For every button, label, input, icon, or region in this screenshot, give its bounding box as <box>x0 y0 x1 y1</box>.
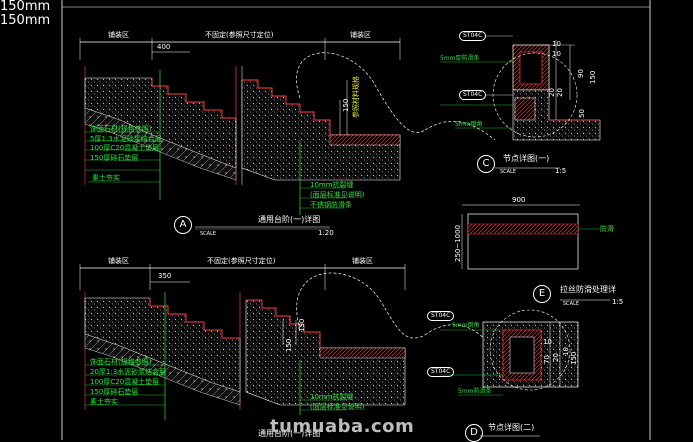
detail-c-note-1: 5mm厚防滑条 <box>440 55 480 62</box>
detail-a-zone-right: 铺装区 <box>350 31 371 39</box>
watermark-text: tumuaba.com <box>270 416 415 437</box>
detail-c-dim-150: 150 <box>589 70 597 84</box>
detail-c-note-2: 5mm倒角 <box>455 121 483 128</box>
detail-c-scale-word: SCALE <box>500 169 517 175</box>
detail-d-title: 节点详图(二) <box>488 423 535 432</box>
detail-e-marker: E <box>533 285 551 303</box>
detail-d-dim-150: 150 <box>570 351 578 365</box>
detail-e-note: 防滑 <box>600 225 614 233</box>
detail-e-dim-900: 900 <box>512 196 526 204</box>
detail-d-dim-10a: 10 <box>543 338 552 346</box>
detail-a-note-3: 不锈钢防滑条 <box>310 201 352 209</box>
detail-a-title: 通用台阶(一)详图 <box>258 215 321 224</box>
detail-d-tag-top: ST04C <box>427 311 455 321</box>
detail-a-vertical-note: 参照材料规格 <box>352 76 360 118</box>
detail-c-drawing <box>440 35 601 169</box>
detail-a-layer-3: 100厚C20混凝土垫层 <box>90 144 160 152</box>
detail-a-note-1: 10mm抗裂缝 <box>310 181 354 189</box>
detail-d-marker: D <box>465 424 483 442</box>
detail-c-dim-20b: 20 <box>556 88 564 97</box>
detail-b-dim-350: 350 <box>158 272 172 280</box>
detail-b-layer-5: 素土夯实 <box>90 398 118 406</box>
detail-d-tag-mid: ST04C <box>427 367 455 377</box>
detail-c-scale: 1:5 <box>555 167 567 175</box>
detail-d-drawing <box>440 309 579 437</box>
detail-a-dim-150: 150 <box>342 98 350 112</box>
detail-d-note-1: 5mm倒角 <box>452 322 480 329</box>
detail-e-dim-250: 250~1000 <box>454 224 462 262</box>
detail-a-marker: A <box>174 216 192 234</box>
detail-a-scale: 1:20 <box>318 229 334 237</box>
detail-a-layer-1: 饰面石材(规格参照) <box>90 125 152 133</box>
detail-e-drawing <box>461 204 610 301</box>
detail-a-layer-4: 150厚碎石垫层 <box>90 154 139 162</box>
detail-a-dim-400: 400 <box>157 43 171 51</box>
detail-b-layer-2: 20厚1:3水泥砂浆结合层 <box>90 368 167 376</box>
detail-a-zone-left: 铺装区 <box>108 31 129 39</box>
detail-a-note-2: (面层标准见说明) <box>310 191 365 199</box>
detail-b-zone-right: 铺装区 <box>352 257 373 265</box>
detail-d-dim-70: 70 <box>543 355 551 364</box>
detail-a-drawing <box>79 38 496 230</box>
detail-c-title: 节点详图(一) <box>503 154 550 163</box>
detail-c-tag-mid: ST04C <box>459 90 487 100</box>
detail-d-dim-20: 20 <box>552 353 560 362</box>
detail-a-layer-5: 素土夯实 <box>92 174 120 182</box>
detail-b-zone-left: 铺装区 <box>108 257 129 265</box>
detail-a-scale-word: SCALE <box>200 231 217 237</box>
detail-e-scale-word: SCALE <box>563 301 580 307</box>
detail-e-scale: 1:5 <box>612 298 624 306</box>
detail-d-dim-10b: 10 <box>562 347 570 356</box>
detail-b-zone-mid: 不固定(参照尺寸定位) <box>207 257 276 265</box>
detail-c-dim-90: 90 <box>577 69 585 78</box>
detail-b-layer-3: 100厚C20混凝土垫层 <box>90 378 160 386</box>
detail-c-dim-10b: 10 <box>552 50 561 58</box>
detail-b-drawing <box>79 264 491 420</box>
detail-b-dim-150a: 150 <box>285 338 293 352</box>
detail-a-title-size: 150mm <box>0 0 51 14</box>
detail-b-title: 通用台阶(一)详图 <box>258 429 321 438</box>
detail-b-layer-1: 饰面石材(规格参照) <box>90 358 152 366</box>
detail-d-note-2: 5mm防滑条 <box>458 388 492 395</box>
detail-a-layer-2: 5厚1:3水泥砂浆结合层 <box>90 135 162 143</box>
detail-b-note-2: (面层标准见说明) <box>310 403 365 411</box>
detail-b-dim-150b: 150 <box>298 318 306 332</box>
detail-c-tag-top: ST04C <box>459 31 487 41</box>
detail-b-note-1: 10mm抗裂缝 <box>310 393 354 401</box>
detail-a-zone-mid: 不固定(参照尺寸定位) <box>205 31 274 39</box>
detail-e-title: 拉丝防滑处理详 <box>560 285 616 294</box>
detail-c-marker: C <box>477 155 495 173</box>
detail-c-dim-10a: 10 <box>552 40 561 48</box>
detail-b-title-size: 150mm <box>0 13 51 28</box>
detail-c-dim-50: 50 <box>578 109 586 118</box>
detail-b-layer-4: 150厚碎石垫层 <box>90 388 139 396</box>
detail-c-dim-20a: 20 <box>548 88 556 97</box>
